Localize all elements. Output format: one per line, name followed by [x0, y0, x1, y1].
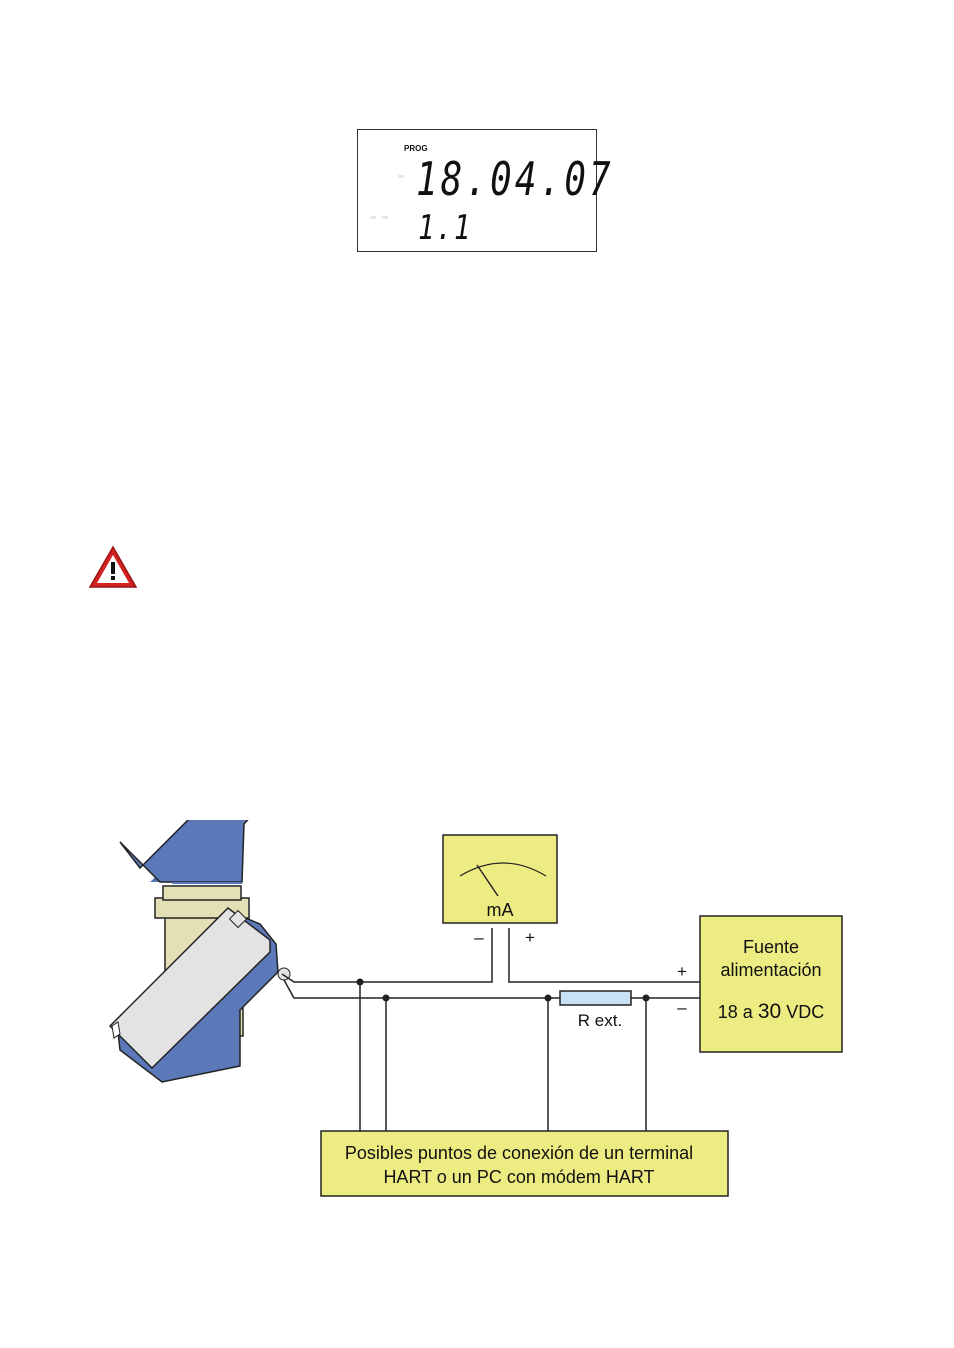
supply-plus-label: +: [677, 962, 687, 981]
meter-minus-label: –: [474, 928, 484, 947]
hart-note-line1: Posibles puntos de conexión de un termin…: [345, 1143, 693, 1163]
meter-unit-label: mA: [487, 900, 514, 920]
housing-shell: [108, 907, 291, 1083]
transmitter-housing: [119, 820, 249, 884]
lcd-main-value: 18.04.07: [416, 152, 614, 206]
hart-note-box: Posibles puntos de conexión de un termin…: [320, 1130, 729, 1197]
lcd-sub-value: 1.1: [418, 208, 472, 248]
supply-voltage-range: 18 a 30 VDC: [718, 1000, 824, 1023]
wires: [281, 928, 700, 1132]
junction-dots: [356, 978, 650, 1002]
resistor-label: R ext.: [578, 1011, 622, 1030]
lcd-display: PROG 18.04.07 1.1: [357, 129, 611, 252]
lcd-ghost-segment: [398, 175, 404, 178]
warning-triangle-icon: [88, 545, 138, 588]
power-supply: Fuente alimentación 18 a 30 VDC: [699, 915, 843, 1053]
hart-note-line2: HART o un PC con módem HART: [383, 1167, 654, 1187]
lcd-ghost-segment: [382, 216, 388, 219]
resistor: [559, 990, 632, 1006]
meter-plus-label: +: [525, 928, 535, 947]
supply-minus-label: –: [677, 998, 687, 1017]
supply-title-line2: alimentación: [720, 960, 821, 980]
meter-scale: [459, 862, 547, 877]
wiring-diagram: R ext. mA – + Fuente alimentación 18 a 3…: [108, 820, 843, 1197]
supply-title-line1: Fuente: [743, 937, 799, 957]
meter-needle: [476, 864, 499, 897]
lcd-prog-indicator: PROG: [404, 144, 428, 153]
lcd-ghost-segment: [370, 216, 376, 219]
milliammeter: mA: [442, 834, 558, 924]
